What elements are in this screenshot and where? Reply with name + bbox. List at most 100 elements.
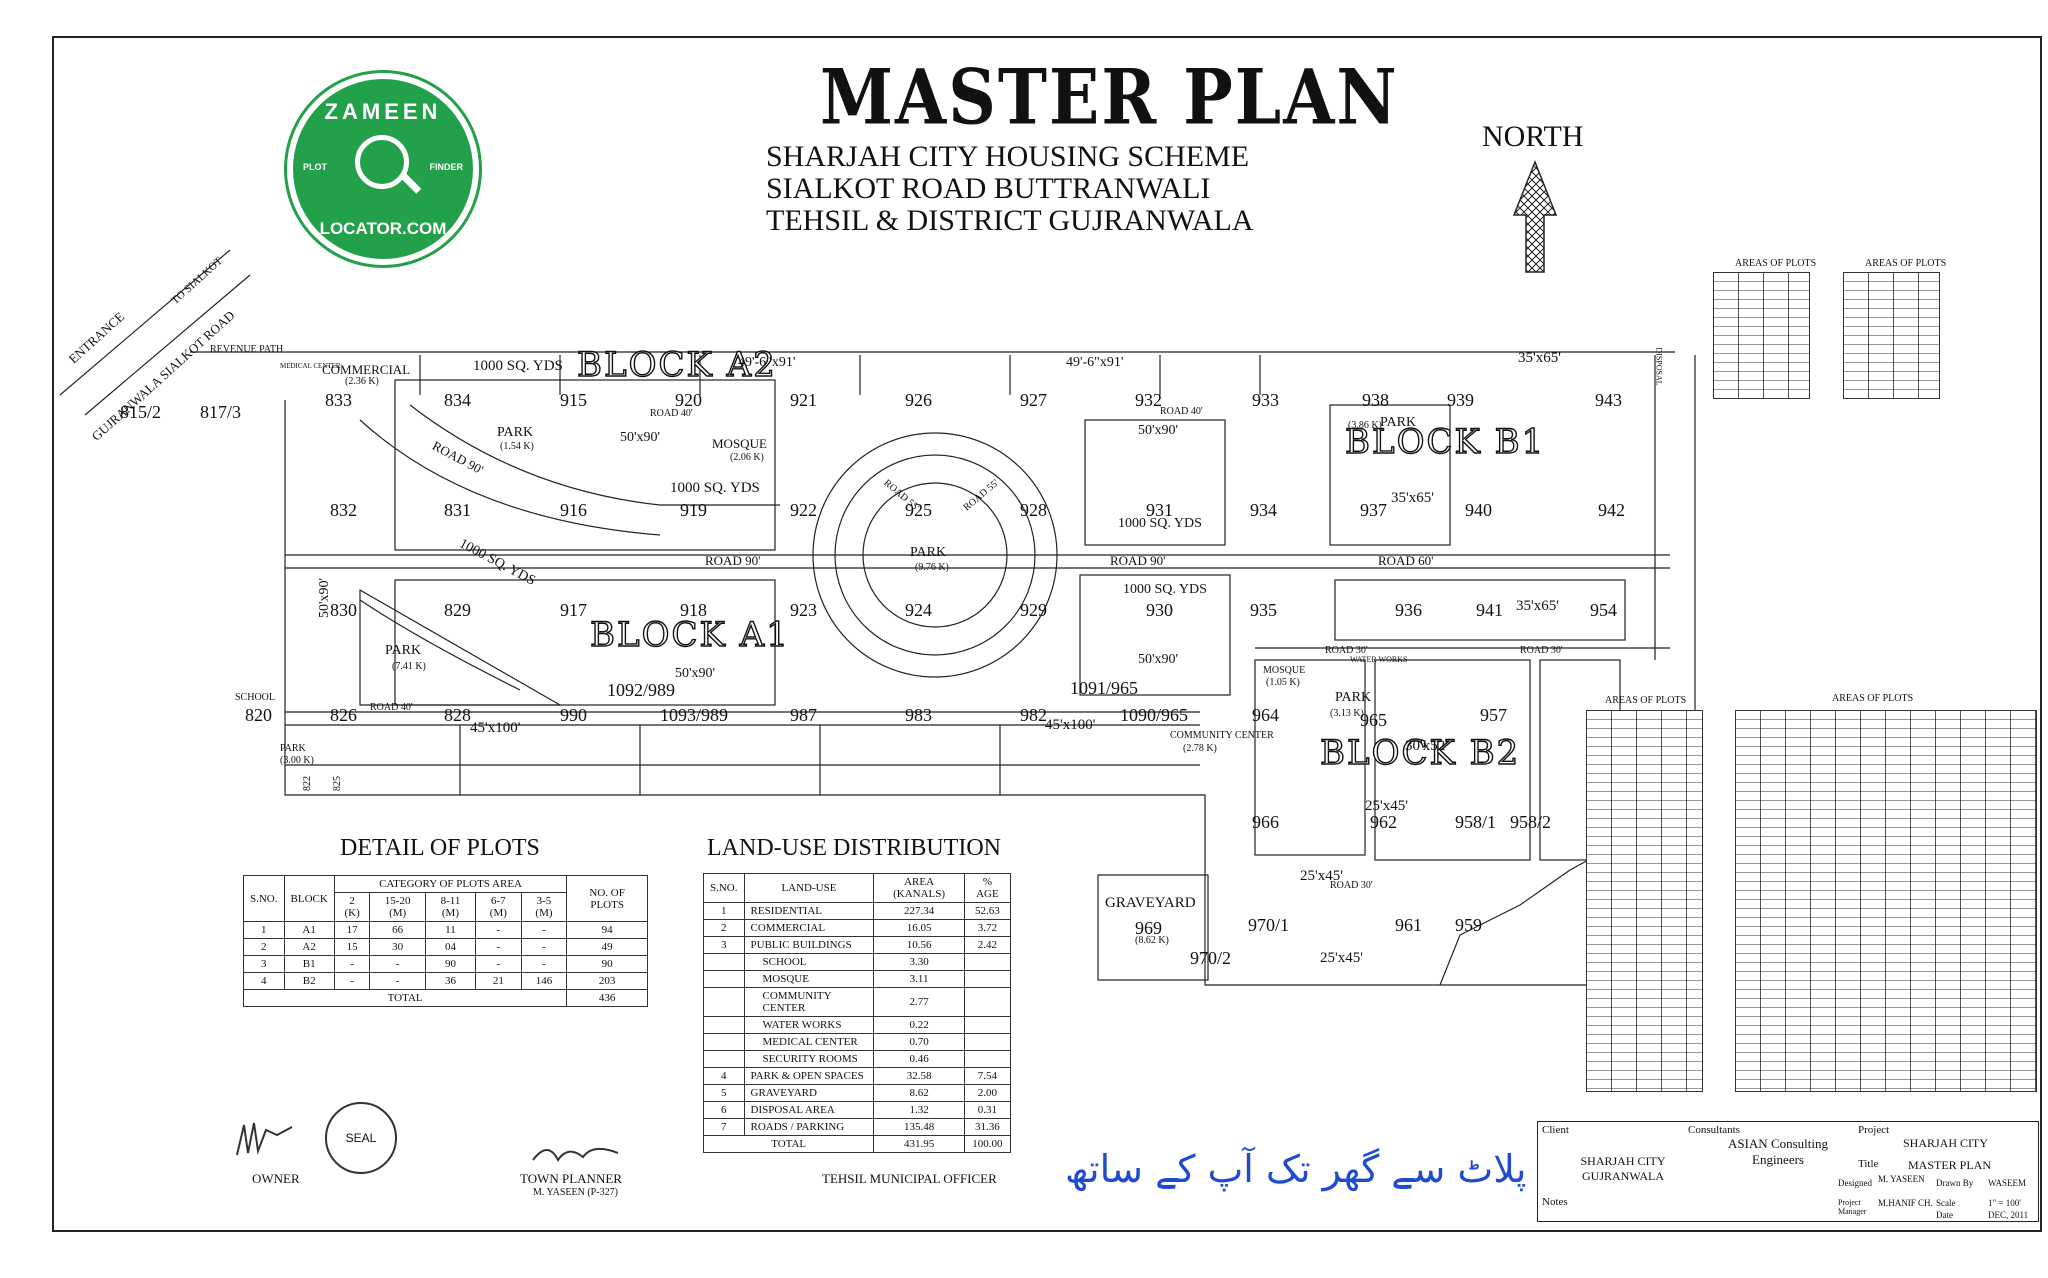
tmo-label: TEHSIL MUNICIPAL OFFICER (822, 1171, 997, 1186)
table-header: 6-7 (M) (475, 892, 522, 922)
plot-number: 919 (680, 500, 707, 520)
plot-size-label: 35'x65' (1516, 598, 1559, 614)
plot-number: 927 (1020, 390, 1047, 410)
table-cell (703, 1050, 745, 1068)
table-cell: 16.05 (873, 919, 965, 937)
plot-number: 987 (790, 705, 817, 725)
plot-number: 970/1 (1248, 915, 1290, 935)
table-cell: ROADS / PARKING (743, 1118, 875, 1136)
table-cell: SECURITY ROOMS (743, 1050, 875, 1068)
feature-label: MEDICAL CENTER (280, 362, 341, 370)
plot-number: 954 (1590, 600, 1617, 620)
table-cell: 4 (703, 1067, 745, 1085)
logo-top-text: ZAMEEN (324, 99, 442, 124)
table-cell: 4 (243, 972, 285, 990)
plot-number: 959 (1455, 915, 1482, 935)
areas-of-plots-title: AREAS OF PLOTS (1605, 695, 1687, 706)
plot-number: 918 (680, 600, 707, 620)
feature-label: PARK (910, 545, 947, 560)
road-label: ROAD 90' (1110, 553, 1166, 568)
table-cell: 0.22 (873, 1016, 965, 1034)
logo-left-text: PLOT (303, 162, 327, 172)
feature-label: MOSQUE (712, 436, 767, 451)
areas-of-plots-grid (1713, 272, 1810, 399)
table-cell: 135.48 (873, 1118, 965, 1136)
plot-number: 1093/989 (660, 705, 729, 725)
feature-label: COMMUNITY CENTER (1170, 730, 1274, 741)
table-cell: 2.42 (963, 936, 1012, 954)
plot-number: 937 (1360, 500, 1387, 520)
table-cell: 30 (369, 938, 426, 956)
north-arrow-icon (1512, 160, 1558, 273)
tb-scale: 1" = 100' (1988, 1198, 2021, 1208)
table-cell: 0.46 (873, 1050, 965, 1068)
plot-number: 1092/989 (607, 680, 676, 700)
logo-right-text: FINDER (429, 162, 464, 172)
table-cell: 8.62 (873, 1084, 965, 1102)
plot-size-label: 50'x90' (1138, 423, 1179, 438)
feature-area: (2.36 K) (345, 376, 379, 387)
plot-number: 834 (444, 390, 471, 410)
plot-number: 943 (1595, 390, 1622, 410)
table-cell: 2 (243, 938, 285, 956)
table-row: TOTAL 436 (242, 989, 648, 1007)
feature-area: (2.78 K) (1183, 743, 1217, 754)
table-cell: 2 (703, 919, 745, 937)
plot-number: 938 (1362, 390, 1389, 410)
table-cell: DISPOSAL AREA (743, 1101, 875, 1119)
table-cell (963, 970, 1012, 988)
road-label: ROAD 60' (1378, 553, 1434, 568)
table-cell: 2.00 (963, 1084, 1012, 1102)
plot-number: 941 (1476, 600, 1503, 620)
table-cell: MOSQUE (743, 970, 875, 988)
table-cell: 6 (703, 1101, 745, 1119)
road-label: ROAD 40' (1160, 406, 1203, 417)
table-cell: GRAVEYARD (743, 1084, 875, 1102)
plot-size-label: 1000 SQ. YDS (473, 358, 563, 374)
table-cell: 32.58 (873, 1067, 965, 1085)
table-cell: A2 (283, 938, 335, 956)
plot-number: 916 (560, 500, 587, 520)
table-cell: 17 (333, 921, 371, 939)
table-cell: - (369, 972, 426, 990)
table-cell: - (333, 972, 371, 990)
total-label: TOTAL (702, 1135, 875, 1153)
areas-of-plots-title: AREAS OF PLOTS (1832, 693, 1914, 704)
plot-number: 931 (1146, 500, 1173, 520)
table-header: % AGE (963, 873, 1012, 903)
road-label: ROAD 30' (1325, 645, 1368, 656)
tb-date-label: Date (1936, 1210, 1953, 1220)
title-block: Client SHARJAH CITY GUJRANWALA Consultan… (1537, 1121, 2039, 1222)
table-cell: 1 (243, 921, 285, 939)
tb-designed: M. YASEEN (1878, 1174, 1925, 1184)
tb-pm: M.HANIF CH. (1878, 1198, 1933, 1208)
table-header: S.NO. (243, 875, 285, 922)
tb-pm-label: Project Manager (1838, 1198, 1867, 1216)
table-cell: 1.32 (873, 1101, 965, 1119)
plot-number: 982 (1020, 705, 1047, 725)
feature-area: (9.76 K) (915, 562, 949, 573)
table-cell (703, 1033, 745, 1051)
plot-number: 826 (330, 705, 357, 725)
table-cell: MEDICAL CENTER (743, 1033, 875, 1051)
plot-number: 915 (560, 390, 587, 410)
plot-size-label: 30'x52' (1405, 738, 1448, 754)
plot-number: 833 (325, 390, 352, 410)
plot-number: 917 (560, 600, 587, 620)
plot-size-label: 35'x65' (1518, 350, 1561, 366)
plot-size-label: 1000 SQ. YDS (1118, 516, 1202, 531)
road-label: ROAD 90' (705, 553, 761, 568)
table-cell (703, 970, 745, 988)
table-cell (703, 1016, 745, 1034)
tb-drawn: WASEEM (1988, 1178, 2026, 1188)
plot-number: 822 (302, 776, 313, 791)
plot-number: 939 (1447, 390, 1474, 410)
subtitle-line-3: TEHSIL & DISTRICT GUJRANWALA (766, 204, 1254, 237)
block-name: BLOCK B2 (1319, 732, 1521, 773)
table-cell: 3.72 (963, 919, 1012, 937)
table-header: NO. OF PLOTS (566, 875, 648, 922)
table-cell: 21 (475, 972, 522, 990)
